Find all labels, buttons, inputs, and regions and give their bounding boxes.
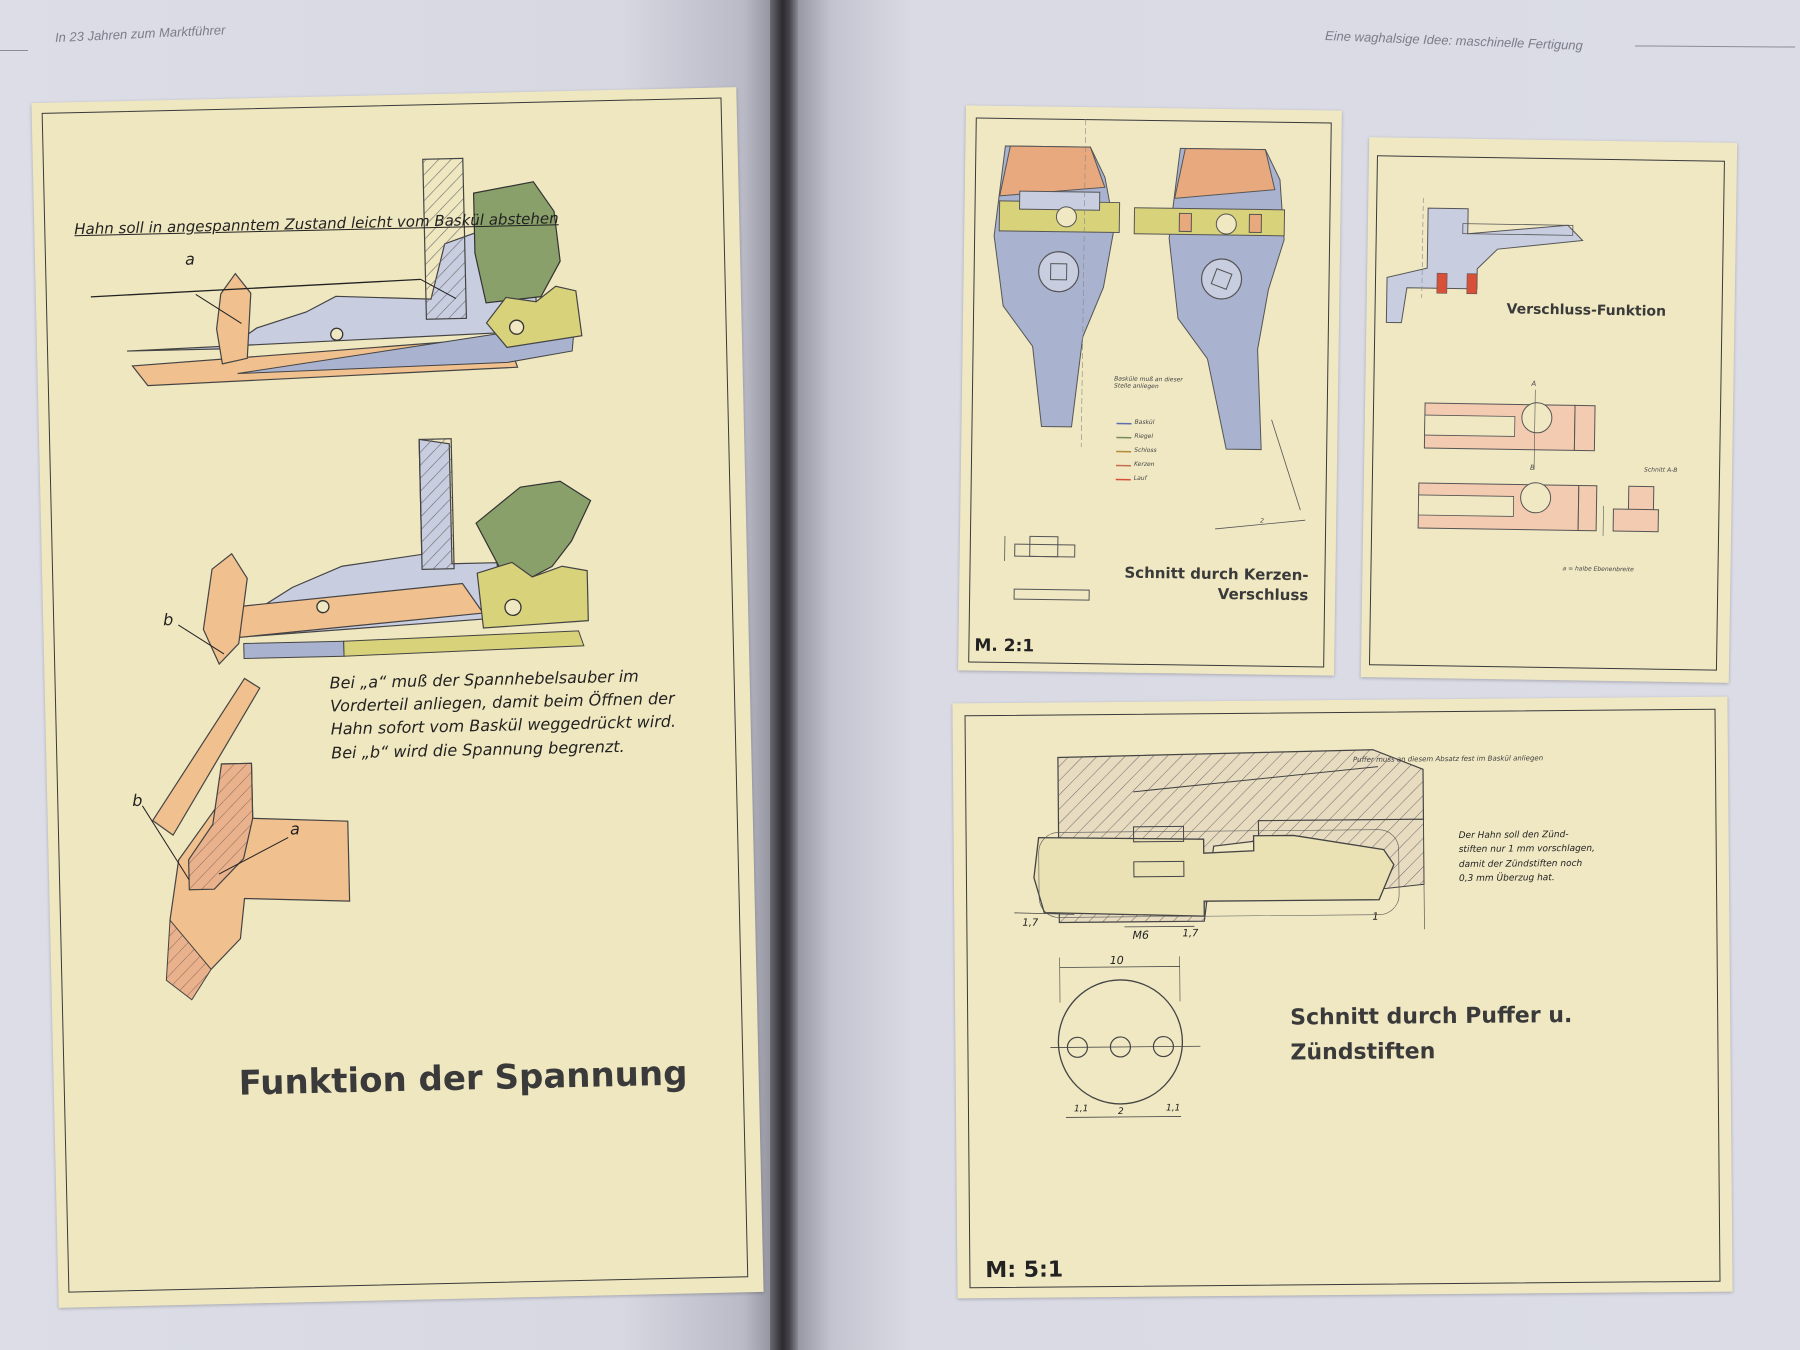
- section-ab-label: Schnitt A-B: [1644, 466, 1678, 475]
- kerzen-title-line-2: Verschluss: [1217, 585, 1309, 605]
- puffer-drawing: [1014, 749, 1425, 1118]
- label-b-fig2: b: [162, 610, 174, 630]
- figure-1: [90, 157, 583, 387]
- kerzen-scale: M. 2:1: [974, 635, 1035, 657]
- section-mark-b: B: [1530, 463, 1535, 472]
- kerzen-title: Schnitt durch Kerzen- Verschluss: [1124, 563, 1309, 606]
- puffer-dim-5: 10: [1109, 953, 1124, 968]
- puffer-dim-3: 1,7: [1182, 928, 1199, 940]
- puffer-side-note-line-3: damit der Zündstiften noch: [1458, 858, 1583, 870]
- label-a-fig3: a: [289, 819, 300, 839]
- kerzen-drawing: [993, 119, 1306, 601]
- puffer-dim-8: 1,1: [1165, 1103, 1181, 1114]
- puffer-title-line-2: Zündstiften: [1290, 1039, 1436, 1066]
- figure-2: [151, 438, 592, 836]
- puffer-title-line-1: Schnitt durch Puffer u.: [1290, 1002, 1573, 1031]
- puffer-scale: M: 5:1: [985, 1257, 1064, 1284]
- kerzen-legend-heading-line-2: Stelle anliegen: [1114, 382, 1159, 391]
- legend-item-schloss: Schloss: [1134, 446, 1157, 455]
- label-b-fig3: b: [132, 790, 143, 811]
- label-a-fig1: a: [184, 249, 196, 269]
- puffer-title: Schnitt durch Puffer u. Zündstiften: [1290, 998, 1573, 1071]
- kerzen-dim-label: 2: [1260, 517, 1265, 525]
- puffer-dim-4: 1: [1372, 911, 1379, 923]
- legend-item-kerzen: Kerzen: [1133, 460, 1155, 469]
- puffer-side-note: Der Hahn soll den Zünd- stiften nur 1 mm…: [1459, 828, 1596, 887]
- drawing-sheet-verschluss: Verschluss-Funktion A B Schnitt A-B a = …: [1360, 137, 1738, 683]
- verschluss-drawing: [1385, 197, 1659, 536]
- verschluss-title: Verschluss-Funktion: [1506, 301, 1667, 320]
- tension-note: Bei „a“ muß der Spannhebelsauber im Vord…: [329, 664, 676, 765]
- drawing-sheet-spannung: Hahn soll in angespanntem Zustand leicht…: [31, 87, 764, 1308]
- puffer-dim-2: M6: [1132, 928, 1150, 942]
- puffer-side-note-line-2: stiften nur 1 mm vorschlagen,: [1458, 844, 1595, 856]
- puffer-side-note-line-4: 0,3 mm Überzug hat.: [1458, 873, 1555, 885]
- figure-3: [141, 762, 351, 1001]
- book-gutter: [770, 0, 798, 1350]
- section-mark-a: A: [1531, 379, 1537, 388]
- kerzen-legend-heading: Basküle muß an dieser Stelle anliegen: [1114, 375, 1183, 390]
- running-head-rule-left: [0, 50, 28, 51]
- legend-item-riegel: Riegel: [1134, 432, 1154, 441]
- puffer-dim-6: 1,1: [1073, 1104, 1089, 1115]
- kerzen-title-line-1: Schnitt durch Kerzen-: [1124, 563, 1309, 585]
- verschluss-footnote: a = halbe Ebenenbreite: [1562, 565, 1634, 574]
- spannung-drawing: [90, 157, 592, 1001]
- puffer-dim-1: 1,7: [1022, 917, 1039, 929]
- legend-item-baskul: Baskül: [1134, 418, 1155, 427]
- drawing-sheet-kerzen: Basküle muß an dieser Stelle anliegen Ba…: [958, 105, 1342, 676]
- puffer-top-note: Puffer muss an diesem Absatz fest im Bas…: [1352, 754, 1544, 764]
- puffer-dim-7: 2: [1117, 1106, 1124, 1117]
- drawing-sheet-puffer: Puffer muss an diesem Absatz fest im Bas…: [952, 696, 1733, 1299]
- puffer-side-note-line-1: Der Hahn soll den Zünd-: [1458, 830, 1569, 841]
- legend-item-lauf: Lauf: [1133, 474, 1147, 482]
